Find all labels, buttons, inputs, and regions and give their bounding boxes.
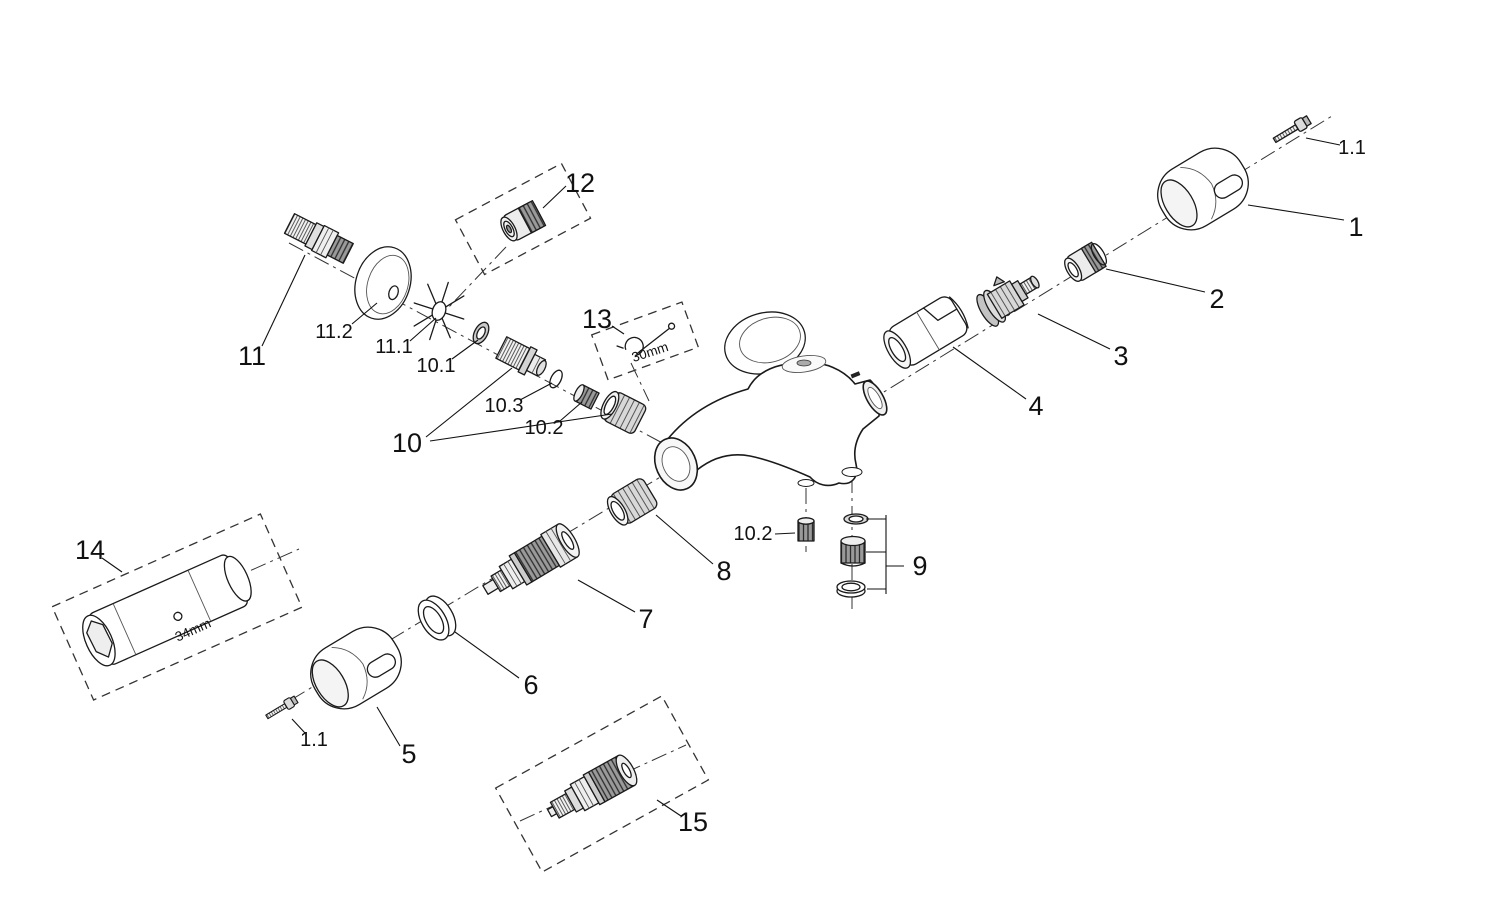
part-3-thermostat-cartridge bbox=[976, 275, 1040, 327]
leader-9-bracket bbox=[866, 515, 904, 594]
leader-6 bbox=[454, 631, 520, 679]
part-label-3: 3 bbox=[1113, 341, 1128, 371]
part-1-1-handle-screw-bottom bbox=[265, 695, 299, 720]
leader-10-b bbox=[429, 413, 613, 442]
part-label-6: 6 bbox=[523, 670, 538, 700]
part-label-15: 15 bbox=[678, 807, 708, 837]
leader-15 bbox=[656, 799, 682, 817]
part-9-retaining-ring bbox=[836, 580, 866, 598]
part-9-filter-screen bbox=[840, 535, 866, 567]
part-5-flow-handle bbox=[310, 626, 402, 710]
part-label-11: 11 bbox=[238, 341, 266, 371]
leader-12 bbox=[542, 185, 567, 209]
part-10-union-nut bbox=[600, 390, 647, 434]
part-14-socket-tool bbox=[82, 554, 252, 667]
leader-1-1-bottom bbox=[291, 718, 306, 734]
leader-10-1 bbox=[451, 339, 479, 360]
part-1-1-handle-screw-top bbox=[1272, 115, 1312, 144]
axis-lower-left bbox=[265, 472, 668, 716]
part-label-10-3: 10.3 bbox=[485, 395, 524, 417]
part-15-spare-cartridge bbox=[546, 754, 638, 819]
part-10-2-insert-top bbox=[573, 384, 600, 410]
part-label-9: 9 bbox=[912, 551, 927, 581]
part-10-3-o-ring bbox=[549, 369, 563, 389]
part-label-7: 7 bbox=[638, 604, 653, 634]
part-label-1: 1 bbox=[1348, 212, 1363, 242]
axis-box13 bbox=[630, 362, 650, 402]
part-label-11-1: 11.1 bbox=[375, 336, 412, 358]
leader-2 bbox=[1105, 268, 1206, 293]
body-outlet-right bbox=[841, 467, 863, 477]
part-label-11-2: 11.2 bbox=[315, 321, 352, 343]
part-label-2: 2 bbox=[1209, 284, 1224, 314]
part-label-13: 13 bbox=[582, 304, 612, 334]
axis-box12 bbox=[448, 246, 507, 308]
part-label-4: 4 bbox=[1028, 391, 1043, 421]
leader-5 bbox=[376, 706, 401, 747]
part-label-10-2-mid: 10.2 bbox=[734, 523, 773, 545]
part-10-1-washer bbox=[472, 321, 490, 345]
part-10-check-valve bbox=[495, 336, 547, 377]
part-label-10-2-top: 10.2 bbox=[525, 417, 564, 439]
body-outlet-left bbox=[797, 479, 815, 487]
body-marking bbox=[850, 371, 861, 379]
part-label-8: 8 bbox=[716, 556, 731, 586]
part-8-cartridge-nut bbox=[606, 478, 658, 526]
part-label-1-1-top: 1.1 bbox=[1338, 137, 1366, 159]
part-6-ring bbox=[417, 595, 457, 641]
part-label-12: 12 bbox=[565, 168, 595, 198]
part-11-s-union bbox=[283, 213, 354, 264]
leader-11 bbox=[261, 254, 306, 347]
mixer-body bbox=[653, 355, 888, 491]
leader-13 bbox=[611, 325, 625, 335]
leader-4 bbox=[952, 346, 1027, 400]
leader-11-2 bbox=[351, 302, 378, 325]
part-12-non-return-valve bbox=[500, 200, 547, 242]
part-1-temperature-handle bbox=[1157, 147, 1249, 231]
leader-11-1 bbox=[409, 317, 437, 342]
part-label-10: 10 bbox=[392, 428, 422, 458]
part-11-2-escutcheon bbox=[354, 246, 412, 320]
part-label-14: 14 bbox=[75, 535, 105, 565]
leader-8 bbox=[655, 514, 714, 565]
leader-10-3 bbox=[519, 382, 553, 401]
leader-1-1-top bbox=[1305, 137, 1341, 146]
part-10-2-insert-mid bbox=[797, 517, 815, 542]
part-label-1-1-bottom: 1.1 bbox=[300, 729, 328, 751]
part-13-hook-wrench bbox=[616, 322, 676, 356]
leader-3 bbox=[1037, 313, 1111, 350]
leader-14 bbox=[101, 557, 123, 573]
spare-box-15 bbox=[494, 695, 710, 873]
part-4-shutoff-sleeve bbox=[883, 296, 969, 369]
part-7-aquadimmer-cartridge bbox=[482, 523, 580, 595]
part-11-1-star-washer bbox=[413, 281, 465, 341]
leader-1 bbox=[1247, 204, 1345, 221]
part-label-10-1: 10.1 bbox=[417, 355, 456, 377]
leader-10-2-mid bbox=[774, 532, 796, 535]
body-button bbox=[796, 359, 812, 367]
leader-7 bbox=[577, 579, 636, 613]
part-label-5: 5 bbox=[401, 739, 416, 769]
part-2-adjusting-nut bbox=[1064, 241, 1108, 282]
leader-10-a bbox=[425, 367, 513, 438]
leader-10-2-top bbox=[559, 401, 583, 422]
part-9-washer bbox=[843, 513, 869, 525]
